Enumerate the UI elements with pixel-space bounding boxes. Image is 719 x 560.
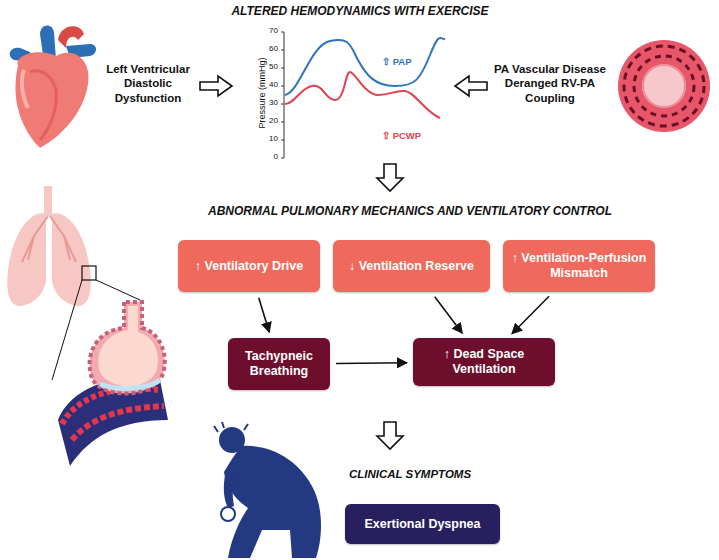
text-stack: Exertional Dyspnea — [364, 517, 480, 532]
process-box: ↓ Ventilation Reserve — [333, 240, 490, 292]
tick-label: 0 — [262, 152, 278, 161]
process-box: Tachypneic Breathing — [228, 338, 330, 390]
person-illustration — [214, 422, 321, 558]
tick-label: 40 — [262, 80, 278, 89]
node-text: ↑ Dead Space Ventilation — [421, 347, 547, 377]
tick-label: 20 — [262, 116, 278, 125]
node-text: ↓ Ventilation Reserve — [349, 259, 474, 274]
heading: ALTERED HEMODYNAMICS WITH EXERCISE — [120, 4, 600, 18]
cause-label: Left Ventricular Diastolic Dysfunction — [98, 62, 198, 105]
process-box: ↑ Ventilation-Perfusion Mismatch — [503, 240, 655, 292]
arrow-connector — [336, 362, 407, 364]
arrow-connector — [512, 296, 549, 333]
text-stack: ↑ Dead Space Ventilation — [421, 347, 547, 377]
cause-label: PA Vascular Disease Deranged RV-PA Coupl… — [488, 62, 612, 105]
tick-label: 10 — [262, 134, 278, 143]
tick-label: 50 — [262, 62, 278, 71]
series-label: ⇧ PAP — [382, 56, 442, 67]
process-box: ↑ Ventilatory Drive — [178, 240, 320, 292]
text-stack: ↑ Ventilation-Perfusion Mismatch — [511, 251, 647, 281]
symptom-box: Exertional Dyspnea — [345, 504, 500, 544]
node-text: Exertional Dyspnea — [364, 517, 480, 532]
node-text: ↑ Ventilation-Perfusion Mismatch — [511, 251, 647, 281]
text-stack: ↓ Ventilation Reserve — [349, 259, 474, 274]
section-heading: ABNORMAL PULMONARY MECHANICS AND VENTILA… — [150, 204, 670, 218]
text-stack: ↑ Ventilatory Drive — [195, 259, 303, 274]
tick-label: 60 — [262, 44, 278, 53]
series-label: ⇧ PCWP — [382, 130, 452, 141]
section-heading: CLINICAL SYMPTOMS — [340, 468, 480, 480]
arrow-connector — [435, 297, 463, 333]
heart-illustration — [10, 25, 96, 148]
node-text: ↑ Ventilatory Drive — [195, 259, 303, 274]
node-text: Tachypneic Breathing — [236, 349, 322, 379]
axis-title: Pressure (mmHg) — [257, 43, 267, 143]
text-stack: Tachypneic Breathing — [236, 349, 322, 379]
process-box: ↑ Dead Space Ventilation — [413, 338, 555, 386]
tick-label: 30 — [262, 98, 278, 107]
vessel-illustration — [618, 40, 710, 132]
arrow-connector — [259, 298, 270, 333]
alveolus-illustration — [58, 302, 168, 466]
tick-label: 70 — [262, 26, 278, 35]
